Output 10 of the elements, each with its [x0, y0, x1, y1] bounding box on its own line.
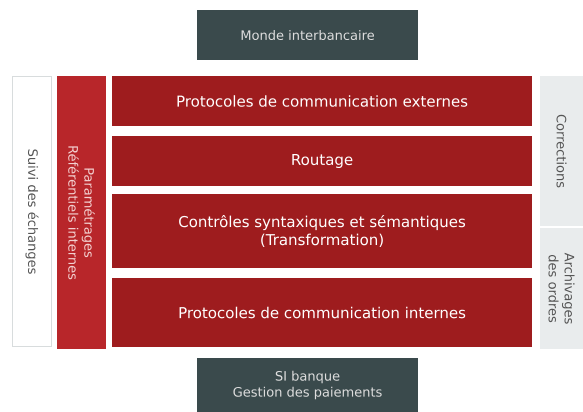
- side-panel: Paramétrages Référentiels internes: [57, 76, 106, 349]
- layer-box: Routage: [112, 136, 532, 186]
- layer-box: Protocoles de communication externes: [112, 76, 532, 126]
- layer-box: Contrôles syntaxiques et sémantiques (Transformation): [112, 194, 532, 268]
- side-panel: Archivages des ordres: [540, 228, 583, 349]
- side-panel: Corrections: [540, 76, 583, 226]
- header-box: Monde interbancaire: [197, 10, 418, 60]
- side-panel: Suivi des échanges: [12, 76, 52, 347]
- footer-box: SI banque Gestion des paiements: [197, 358, 418, 412]
- layer-box: Protocoles de communication internes: [112, 278, 532, 347]
